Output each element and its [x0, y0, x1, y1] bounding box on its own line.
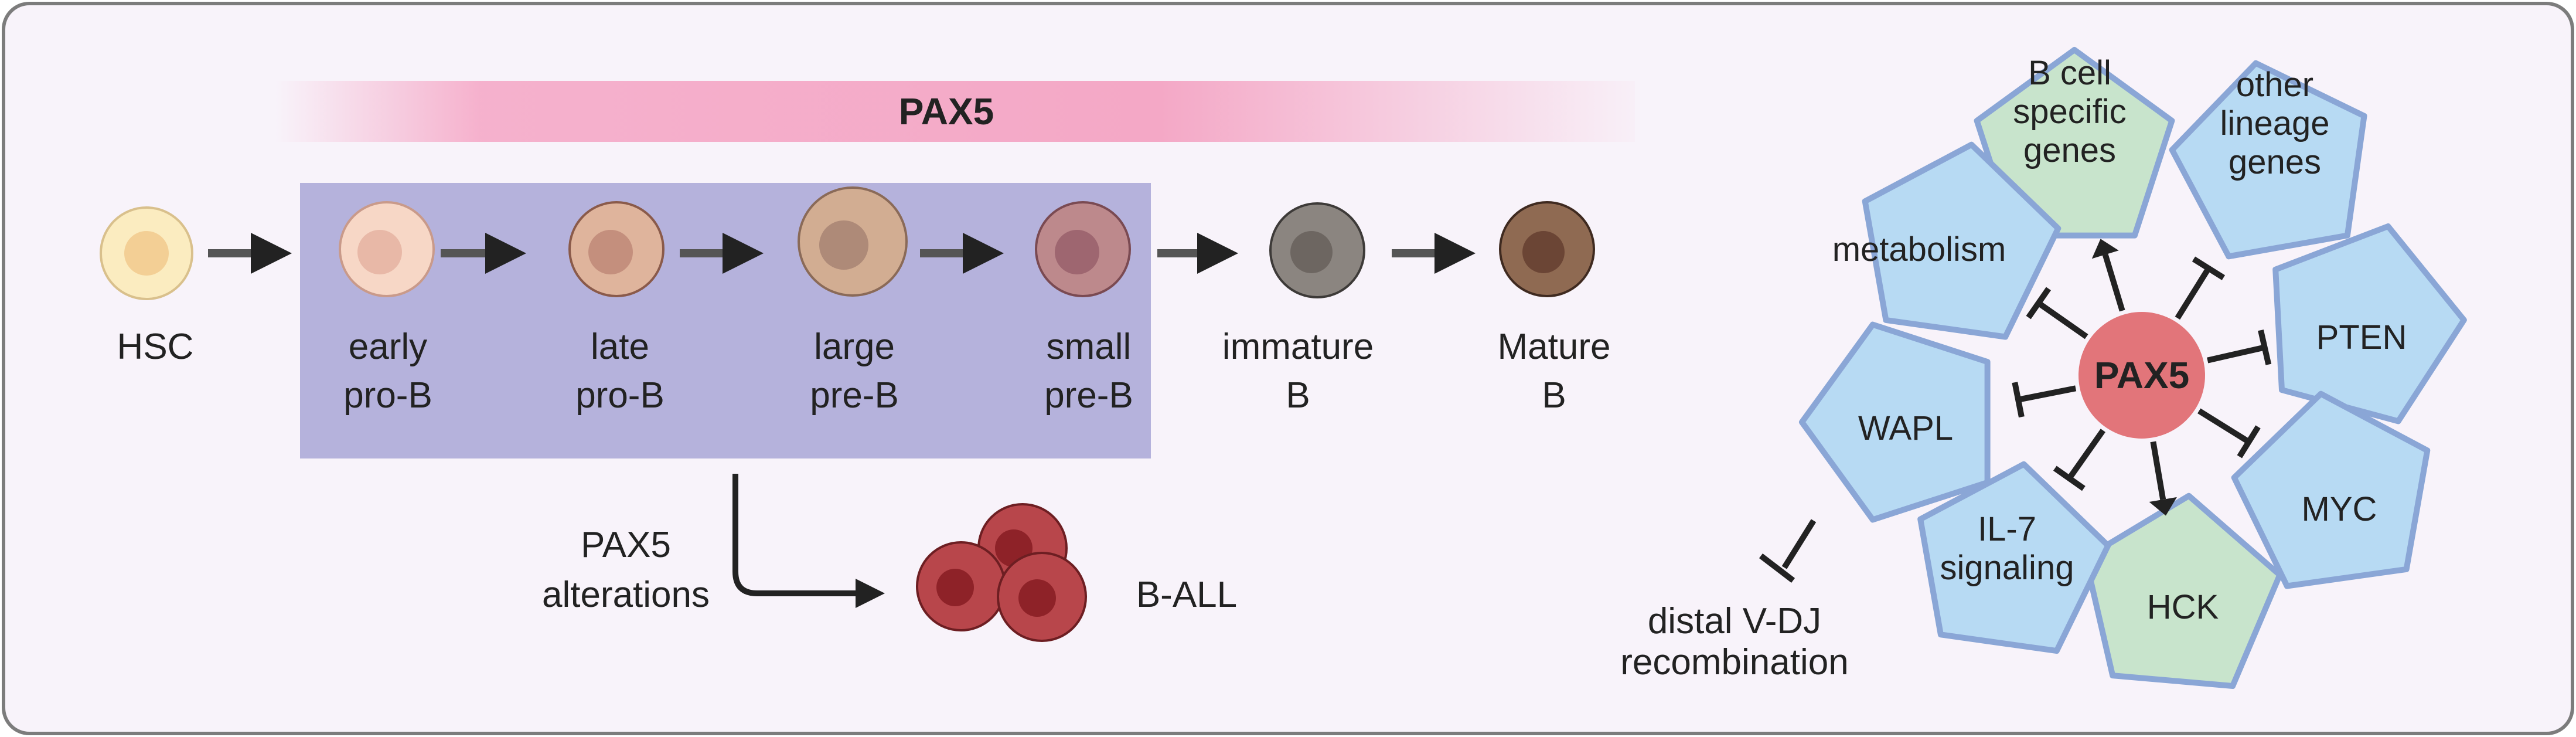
- repression-bar: [2258, 330, 2272, 365]
- target-label: lineage: [2220, 104, 2329, 142]
- stage-label: pre-B: [810, 375, 899, 416]
- target-label: genes: [2229, 143, 2321, 181]
- b-all-cells: [916, 503, 1087, 642]
- cell-early-pro-b: early pro-B: [339, 201, 435, 416]
- repression-line: [2207, 344, 2265, 364]
- leukemic-nucleus: [1018, 579, 1056, 617]
- target-label: B cell: [2028, 54, 2111, 92]
- stage-label: immature: [1222, 327, 1374, 367]
- cell-small-pre-b: small pre-B: [1035, 201, 1133, 416]
- cell-immature-b: immature B: [1222, 202, 1374, 416]
- repression-line: [2018, 385, 2077, 403]
- repression-line: [2036, 300, 2088, 339]
- cell-hsc: HSC: [100, 206, 194, 367]
- stage-label: early: [349, 327, 427, 367]
- precursor-stage-box: [300, 183, 1151, 458]
- repression-bar: [2192, 256, 2226, 280]
- target-pentagon: [1799, 321, 1991, 523]
- alteration-arrow: [732, 474, 885, 608]
- target-label: signaling: [1940, 549, 2074, 587]
- stage-label: pre-B: [1044, 375, 1133, 416]
- target-label: specific: [2013, 93, 2126, 131]
- repression-line: [2197, 408, 2251, 444]
- target-label: WAPL: [1858, 409, 1953, 447]
- target-pentagon: [1974, 47, 2175, 239]
- target-label: genes: [2023, 131, 2116, 169]
- cell-large-pre-b: large pre-B: [798, 186, 908, 416]
- activation-arrowhead: [2091, 239, 2119, 259]
- cell-nucleus: [1522, 231, 1565, 273]
- stage-label: pro-B: [575, 375, 665, 416]
- target-label: metabolism: [1832, 230, 2006, 269]
- stage-label: large: [814, 327, 895, 367]
- cell-nucleus: [1055, 230, 1099, 274]
- stage-label: late: [591, 327, 649, 367]
- target-pentagon: [2231, 390, 2431, 589]
- pax5-connectors: [2012, 239, 2272, 516]
- pax5-node-label: PAX5: [2094, 354, 2189, 396]
- target-pentagon: [1917, 461, 2111, 654]
- stage-label: Mature: [1498, 327, 1611, 367]
- stage-label: pro-B: [343, 375, 432, 416]
- stage-label: HSC: [117, 327, 194, 367]
- cell-nucleus: [357, 230, 402, 274]
- cell-late-pro-b: late pro-B: [568, 201, 665, 416]
- activation-line: [2102, 253, 2125, 312]
- alteration-label: PAX5: [581, 525, 671, 565]
- repression-line: [2067, 429, 2105, 480]
- wapl-repression-line: [1781, 519, 1817, 569]
- pax5-node: [2078, 312, 2205, 439]
- cell-nucleus: [819, 220, 868, 270]
- downstream-label: distal V-DJ: [1648, 601, 1821, 641]
- cell-mature-b: Mature B: [1498, 201, 1611, 416]
- target-label: HCK: [2147, 588, 2219, 626]
- target-label: other: [2236, 66, 2313, 104]
- cell-nucleus: [1290, 231, 1333, 273]
- wapl-repression-bar: [1759, 553, 1795, 583]
- pax5-banner: [275, 81, 1635, 142]
- target-label: IL-7: [1978, 510, 2036, 548]
- target-pentagon: [2169, 60, 2367, 260]
- repression-bar: [2237, 425, 2261, 458]
- b-all-label: B-ALL: [1136, 575, 1237, 615]
- stage-label: B: [1286, 375, 1310, 416]
- target-pentagons: B cellspecificgenesotherlineagegenesPTEN…: [1799, 47, 2467, 689]
- leukemic-nucleus: [936, 569, 974, 606]
- repression-bar: [2053, 466, 2086, 491]
- target-label: MYC: [2302, 490, 2377, 528]
- cell-nucleus: [124, 231, 169, 276]
- repression-bar: [2026, 287, 2052, 320]
- activation-line: [2150, 441, 2166, 500]
- repression-bar: [2012, 382, 2025, 418]
- stage-label: small: [1047, 327, 1132, 367]
- pax5-banner-label: PAX5: [899, 90, 994, 133]
- stage-label: B: [1542, 375, 1566, 416]
- alteration-label: alterations: [542, 575, 710, 615]
- downstream-label: recombination: [1620, 642, 1848, 682]
- target-pentagon: [1862, 141, 2062, 340]
- target-label: PTEN: [2316, 318, 2407, 356]
- repression-line: [2175, 267, 2212, 320]
- activation-arrowhead: [2149, 497, 2177, 516]
- cell-nucleus: [588, 230, 633, 274]
